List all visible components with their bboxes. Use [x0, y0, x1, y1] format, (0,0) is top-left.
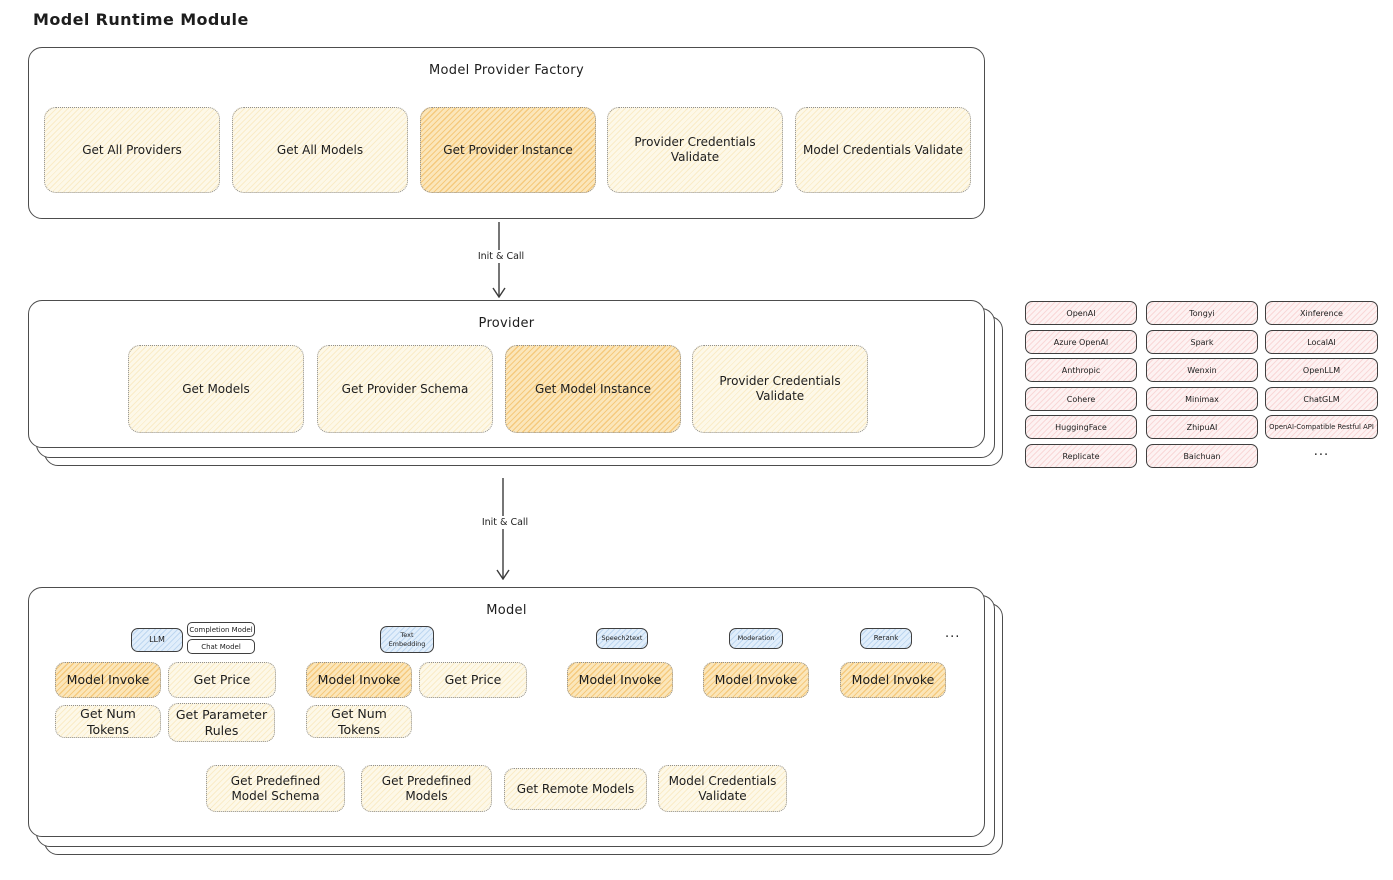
tag-rerank: Rerank	[860, 628, 912, 649]
provider-chip-localai: LocalAI	[1265, 330, 1378, 354]
tag-speech2text: Speech2text	[596, 628, 648, 649]
model-fn-embedding-get-price: Get Price	[419, 662, 527, 698]
provider-chip-minimax: Minimax	[1146, 387, 1258, 411]
provider-box-get-provider-schema: Get Provider Schema	[317, 345, 493, 433]
arrow-label-init-call-2: Init & Call	[467, 516, 543, 529]
provider-chip-huggingface: HuggingFace	[1025, 415, 1137, 439]
model-more-ellipsis: ...	[945, 626, 961, 641]
page-title: Model Runtime Module	[33, 10, 249, 29]
tag-completion-model: Completion Model	[187, 622, 255, 637]
provider-chip-cohere: Cohere	[1025, 387, 1137, 411]
factory-title: Model Provider Factory	[429, 63, 584, 78]
tag-llm: LLM	[131, 628, 183, 652]
arrow-label-init-call-1: Init & Call	[463, 250, 539, 263]
model-fn-model-credentials-validate: Model Credentials Validate	[658, 765, 787, 812]
provider-chip-openai-compatible-restful-api: OpenAI-Compatible Restful API	[1265, 415, 1378, 439]
model-fn-get-predefined-models: Get Predefined Models	[361, 765, 492, 812]
provider-chip-zhipuai: ZhipuAI	[1146, 415, 1258, 439]
provider-chip-openai: OpenAI	[1025, 301, 1137, 325]
factory-box-get-all-models: Get All Models	[232, 107, 408, 193]
provider-chip-azure-openai: Azure OpenAI	[1025, 330, 1137, 354]
model-fn-get-remote-models: Get Remote Models	[504, 768, 647, 810]
provider-chip-baichuan: Baichuan	[1146, 444, 1258, 468]
arrow-init-call-2	[496, 478, 510, 580]
model-fn-embedding-model-invoke: Model Invoke	[306, 662, 412, 698]
provider-chip-chatglm: ChatGLM	[1265, 387, 1378, 411]
provider-chip-xinference: Xinference	[1265, 301, 1378, 325]
provider-title: Provider	[478, 316, 535, 331]
model-fn-get-predefined-model-schema: Get Predefined Model Schema	[206, 765, 345, 812]
factory-box-get-provider-instance: Get Provider Instance	[420, 107, 596, 193]
provider-chip-wenxin: Wenxin	[1146, 358, 1258, 382]
provider-chip-anthropic: Anthropic	[1025, 358, 1137, 382]
model-fn-llm-get-parameter-rules: Get Parameter Rules	[168, 703, 275, 742]
provider-chip-replicate: Replicate	[1025, 444, 1137, 468]
tag-text-embedding: Text Embedding	[380, 626, 434, 653]
provider-box-provider-credentials-validate: Provider Credentials Validate	[692, 345, 868, 433]
model-fn-moderation-model-invoke: Model Invoke	[703, 662, 809, 698]
provider-box-get-model-instance: Get Model Instance	[505, 345, 681, 433]
model-fn-embedding-get-num-tokens: Get Num Tokens	[306, 705, 412, 738]
factory-box-get-all-providers: Get All Providers	[44, 107, 220, 193]
providers-more-ellipsis: ...	[1313, 444, 1330, 459]
model-fn-llm-model-invoke: Model Invoke	[55, 662, 161, 698]
provider-chip-spark: Spark	[1146, 330, 1258, 354]
provider-box-get-models: Get Models	[128, 345, 304, 433]
model-title: Model	[486, 603, 527, 618]
tag-chat-model: Chat Model	[187, 639, 255, 654]
model-fn-llm-get-price: Get Price	[168, 662, 276, 698]
provider-chip-tongyi: Tongyi	[1146, 301, 1258, 325]
model-fn-llm-get-num-tokens: Get Num Tokens	[55, 705, 161, 738]
factory-box-model-credentials-validate: Model Credentials Validate	[795, 107, 971, 193]
tag-moderation: Moderation	[729, 628, 783, 649]
factory-box-provider-credentials-validate: Provider Credentials Validate	[607, 107, 783, 193]
provider-chip-openllm: OpenLLM	[1265, 358, 1378, 382]
model-fn-speech2text-model-invoke: Model Invoke	[567, 662, 673, 698]
model-fn-rerank-model-invoke: Model Invoke	[840, 662, 946, 698]
